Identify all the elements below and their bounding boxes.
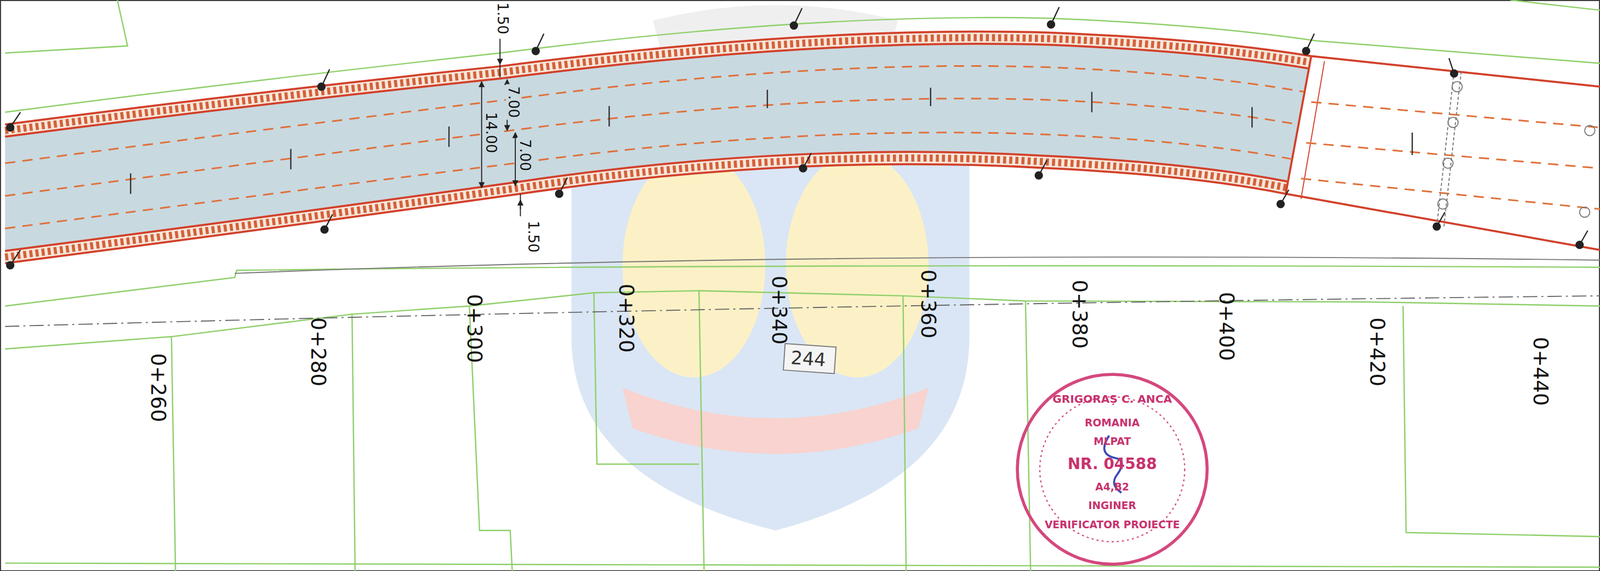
stamp-text: A4,B2 [1015, 481, 1210, 493]
road-edges [4, 31, 1600, 264]
chainage-label: 0+360 [917, 269, 941, 339]
lane-lines [4, 65, 1600, 229]
stamp-text: ROMANIA [1015, 417, 1210, 429]
pole-symbols [1436, 71, 1596, 227]
stamp-text: INGINER [1015, 499, 1210, 511]
parcel-lines [4, 0, 1600, 571]
sidewalks [4, 37, 1309, 258]
dimension-label: 1.50 [494, 2, 511, 34]
chainage-label: 0+260 [146, 352, 170, 423]
chainage-label: 0+400 [1215, 292, 1238, 362]
parcel-number: 244 [789, 346, 829, 371]
chainage-label: 0+320 [615, 283, 639, 353]
dimension-lines [481, 38, 521, 217]
chainage-label: 0+340 [768, 275, 791, 345]
stamp-text: NR. 04588 [1015, 454, 1210, 474]
stamp-text: MLPAT [1015, 435, 1210, 447]
chainage-label: 0+440 [1529, 337, 1553, 407]
dimension-label: 1.50 [524, 220, 541, 253]
carriageway [4, 31, 1312, 264]
verifier-stamp: GRIGORAȘ C. ANCA ROMANIA MLPAT NR. 04588A4,… [1015, 372, 1210, 567]
lamp-posts [6, 7, 1588, 270]
chainage-label: 0+300 [463, 293, 486, 363]
dimension-label: 7.00 [505, 83, 522, 120]
stamp-text: GRIGORAȘ C. ANCA [1015, 392, 1210, 406]
stamp-text: VERIFICATOR PROIECTE [1015, 519, 1210, 531]
parcel-number-box: 244 [782, 343, 837, 375]
marking-ticks [130, 87, 1412, 195]
chainage-label: 0+380 [1068, 279, 1091, 349]
chainage-label: 0+420 [1366, 317, 1389, 387]
dimension-label: 7.00 [516, 137, 533, 173]
chainage-label: 0+280 [306, 317, 330, 387]
dimension-label: 14.00 [482, 110, 499, 156]
